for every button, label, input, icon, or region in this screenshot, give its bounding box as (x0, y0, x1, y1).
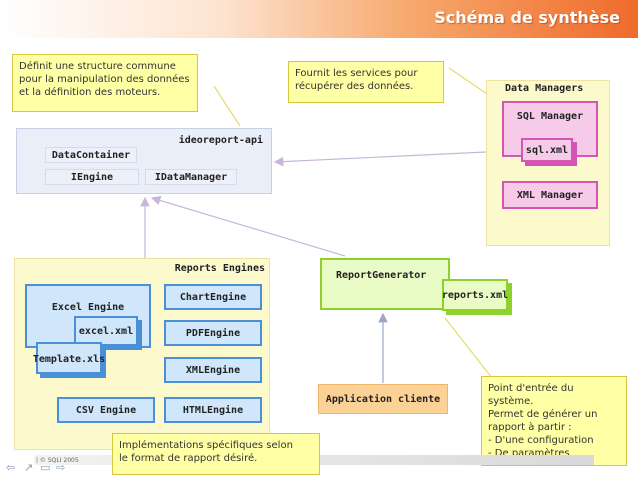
entry-note-line: - D'une configuration (488, 435, 594, 446)
generator-to-api-arrow (150, 195, 346, 257)
entry-point-note: Point d'entrée du système. Permet de gén… (481, 376, 627, 466)
pen-icon[interactable]: ↗ (24, 461, 34, 474)
previous-slide-icon[interactable]: ⇦ (6, 461, 16, 474)
data-managers-title: Data Managers (505, 83, 584, 94)
footer-copyright: | © SQLI 2005 (36, 457, 79, 464)
template-file-box: Template.xls (33, 342, 105, 374)
api-panel: ideoreport-api DataContainer IEngine IDa… (16, 128, 272, 194)
entry-note-line: rapport à partir : (488, 422, 572, 433)
api-item-idatamanager: IDataManager (145, 169, 237, 185)
impl-note-line: le format de rapport désiré. (119, 453, 258, 464)
chart-engine-box: ChartEngine (164, 284, 262, 310)
client-application-box: Application cliente (318, 384, 448, 414)
impl-note-line: Implémentations spécifiques selon (119, 440, 293, 451)
api-note-pointer (213, 85, 241, 127)
entry-note-line: - De paramètres (488, 448, 570, 459)
implementations-note: Implémentations spécifiques selon le for… (112, 433, 320, 475)
api-item-iengine: IEngine (45, 169, 139, 185)
html-engine-box: HTMLEngine (164, 397, 262, 423)
entry-note-line: Permet de générer un (488, 409, 598, 420)
services-note-line: Fournit les services pour (295, 68, 418, 79)
entry-note-pointer (444, 317, 493, 379)
managers-to-api-arrow (273, 151, 487, 167)
xml-engine-box: XMLEngine (164, 357, 262, 383)
reports-engines-title: Reports Engines (174, 263, 265, 274)
csv-engine-box: CSV Engine (57, 397, 155, 423)
slide-title: Schéma de synthèse (434, 8, 620, 27)
slide-menu-icon[interactable]: ▭ (40, 461, 51, 474)
xml-manager-box: XML Manager (502, 181, 598, 209)
excel-file-box: excel.xml (74, 316, 138, 346)
api-note: Définit une structure commune pour la ma… (12, 54, 198, 112)
report-generator-label: ReportGenerator (336, 270, 427, 281)
api-item-datacontainer: DataContainer (45, 147, 137, 163)
reports-file-box: reports.xml (442, 279, 508, 311)
report-generator-box: ReportGenerator (320, 258, 450, 310)
api-title: ideoreport-api (178, 135, 263, 146)
excel-engine-label: Excel Engine (51, 302, 125, 313)
sql-manager-label: SQL Manager (516, 111, 584, 122)
pdf-engine-box: PDFEngine (164, 320, 262, 346)
next-slide-icon[interactable]: ⇨ (56, 461, 66, 474)
api-note-line: et la définition des moteurs. (19, 87, 161, 98)
api-note-line: Définit une structure commune (19, 61, 176, 72)
entry-note-line: Point d'entrée du système. (488, 383, 574, 407)
title-banner (0, 0, 638, 38)
services-note: Fournit les services pour récupérer des … (288, 61, 444, 103)
services-note-line: récupérer des données. (295, 81, 414, 92)
sql-file-box: sql.xml (521, 138, 573, 162)
api-note-line: pour la manipulation des données (19, 74, 190, 85)
